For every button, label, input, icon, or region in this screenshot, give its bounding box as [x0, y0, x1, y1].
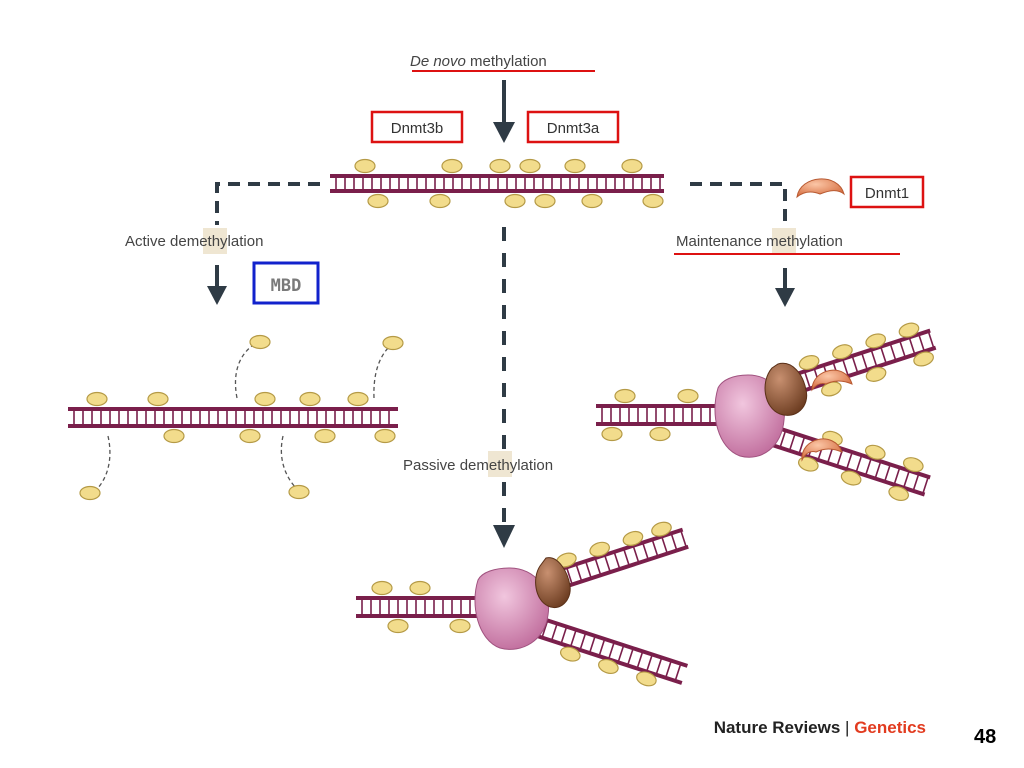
dnmt3a-box — [526, 110, 620, 144]
mbd-label: MBD — [271, 276, 302, 296]
dnmt1-enzyme-icon — [796, 178, 845, 199]
dna-fully-methylated — [330, 158, 664, 209]
dnmt3b-label: Dnmt3b — [391, 120, 444, 137]
maintenance-methylation-label: Maintenance methylation — [676, 233, 843, 250]
dnmt1-box — [849, 175, 925, 209]
journal-credit: Nature Reviews | Genetics — [713, 718, 926, 737]
de-novo-methylation-label: De novo methylation — [410, 53, 547, 70]
replication-fork-maintenance — [596, 322, 937, 502]
released-methyl-groups — [79, 334, 404, 501]
maintenance-methylation-arrow — [690, 182, 795, 307]
maintenance-highlight — [772, 228, 796, 254]
dnmt3b-box — [370, 110, 464, 144]
dnmt3a-label: Dnmt3a — [547, 120, 600, 137]
active-demethylation-label: Active demethylation — [125, 233, 263, 250]
replication-fork-passive — [356, 521, 689, 687]
active-demethylation-arrow — [207, 182, 320, 305]
passive-highlight — [488, 451, 512, 477]
dnmt1-label: Dnmt1 — [865, 185, 909, 202]
active-highlight — [203, 228, 227, 254]
dna-actively-demethylated — [68, 391, 398, 444]
passive-demethylation-label: Passive demethylation — [403, 457, 553, 474]
de-novo-arrow — [493, 80, 515, 143]
mbd-box — [252, 261, 320, 305]
passive-demethylation-arrow — [493, 227, 515, 548]
page-number: 48 — [974, 726, 997, 748]
